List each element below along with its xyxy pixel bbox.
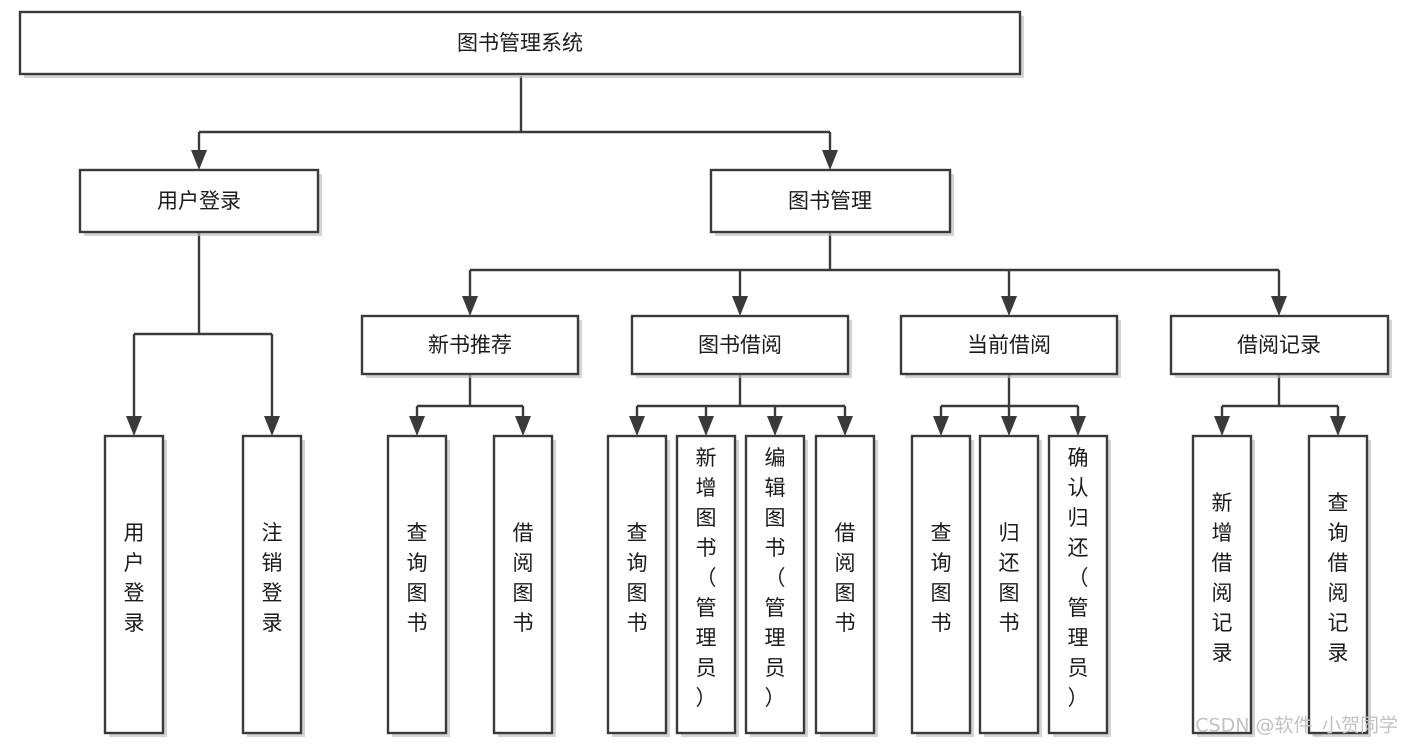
arrow-head-icon [822,150,838,170]
node-book-borrow-label: 图书借阅 [698,333,782,357]
watermark: CSDN @软件_小贺同学 [1195,715,1398,737]
leaf-label: 查询图书 [931,521,952,635]
leaf-label: 用户登录 [124,521,145,635]
node-new-book-recommend[interactable]: 新书推荐 [360,314,582,378]
connector-group-borrow-record [1214,374,1346,436]
arrow-head-icon [191,150,207,170]
node-user-login-box[interactable] [78,168,320,234]
leaf-user-login-1[interactable]: 注销登录 [241,434,305,737]
leaf-book-borrow-2[interactable]: 编辑图书（管理员） [744,434,808,737]
node-user-login-label: 用户登录 [157,189,241,213]
node-new-book-recommend-label: 新书推荐 [428,333,512,357]
leaf-box[interactable] [492,434,554,735]
connector-group-book-management [462,232,1287,316]
arrow-head-icon [515,416,531,436]
leaf-box[interactable] [978,434,1040,735]
leaf-label: 查询借阅记录 [1328,491,1349,665]
node-user-login[interactable]: 用户登录 [78,168,322,236]
leaf-box[interactable] [386,434,448,735]
node-current-borrow-box[interactable] [899,314,1119,376]
leaf-box[interactable] [814,434,876,735]
leaf-borrow-record-1[interactable]: 查询借阅记录 [1307,434,1371,737]
leaf-new-book-0[interactable]: 查询图书 [386,434,450,737]
node-root-box[interactable] [18,10,1022,76]
leaf-label: 新增图书（管理员） [696,446,717,710]
leaf-new-book-1[interactable]: 借阅图书 [492,434,556,737]
node-current-borrow[interactable]: 当前借阅 [899,314,1121,378]
node-book-borrow[interactable]: 图书借阅 [630,314,852,378]
leaf-user-login-0[interactable]: 用户登录 [103,434,167,737]
node-book-management-box[interactable] [709,168,952,234]
leaf-box[interactable] [675,434,737,735]
leaf-box[interactable] [241,434,303,735]
node-new-book-recommend-box[interactable] [360,314,580,376]
leaf-book-borrow-3[interactable]: 借阅图书 [814,434,878,737]
arrow-head-icon [126,416,142,436]
arrow-head-icon [462,296,478,316]
arrow-head-icon [732,296,748,316]
leaf-box[interactable] [606,434,668,735]
leaf-box[interactable] [1307,434,1369,735]
leaf-box[interactable] [910,434,972,735]
node-borrow-record-box[interactable] [1169,314,1390,376]
arrow-head-icon [629,416,645,436]
arrow-head-icon [933,416,949,436]
connector-group-root [191,76,838,170]
leaf-box[interactable] [1047,434,1109,735]
arrow-head-icon [1214,416,1230,436]
leaf-label: 注销登录 [262,521,283,635]
arrow-head-icon [409,416,425,436]
arrow-head-icon [1001,416,1017,436]
leaf-current-borrow-0[interactable]: 查询图书 [910,434,974,737]
leaf-label: 编辑图书（管理员） [765,446,786,710]
node-borrow-record[interactable]: 借阅记录 [1169,314,1392,378]
connector-group-current-borrow [933,374,1086,436]
leaf-box[interactable] [103,434,165,735]
arrow-head-icon [767,416,783,436]
arrow-head-icon [1070,416,1086,436]
arrow-head-icon [837,416,853,436]
leaf-label: 查询图书 [627,521,648,635]
node-borrow-record-label: 借阅记录 [1237,333,1321,357]
node-current-borrow-label: 当前借阅 [967,333,1051,357]
leaf-label: 确认归还（管理员） [1068,446,1089,710]
arrow-head-icon [1001,296,1017,316]
leaf-box[interactable] [744,434,806,735]
leaf-label: 查询图书 [407,521,428,635]
arrow-head-icon [264,416,280,436]
connector-group-new-book [409,374,531,436]
connector-group-user-login [126,232,280,436]
leaf-label: 借阅图书 [835,521,856,635]
node-root[interactable]: 图书管理系统 [18,10,1024,78]
node-root-label: 图书管理系统 [457,31,583,55]
node-book-borrow-box[interactable] [630,314,850,376]
arrow-head-icon [1330,416,1346,436]
node-book-management-label: 图书管理 [788,189,872,213]
leaf-book-borrow-1[interactable]: 新增图书（管理员） [675,434,739,737]
leaf-label: 归还图书 [999,521,1020,635]
leaf-label: 借阅图书 [513,521,534,635]
arrow-head-icon [698,416,714,436]
arrow-head-icon [1271,296,1287,316]
leaf-book-borrow-0[interactable]: 查询图书 [606,434,670,737]
leaf-box[interactable] [1191,434,1253,735]
node-book-management[interactable]: 图书管理 [709,168,954,236]
leaf-current-borrow-1[interactable]: 归还图书 [978,434,1042,737]
leaf-current-borrow-2[interactable]: 确认归还（管理员） [1047,434,1111,737]
connector-group-book-borrow [629,374,853,436]
leaf-label: 新增借阅记录 [1212,491,1233,665]
leaf-borrow-record-0[interactable]: 新增借阅记录 [1191,434,1255,737]
